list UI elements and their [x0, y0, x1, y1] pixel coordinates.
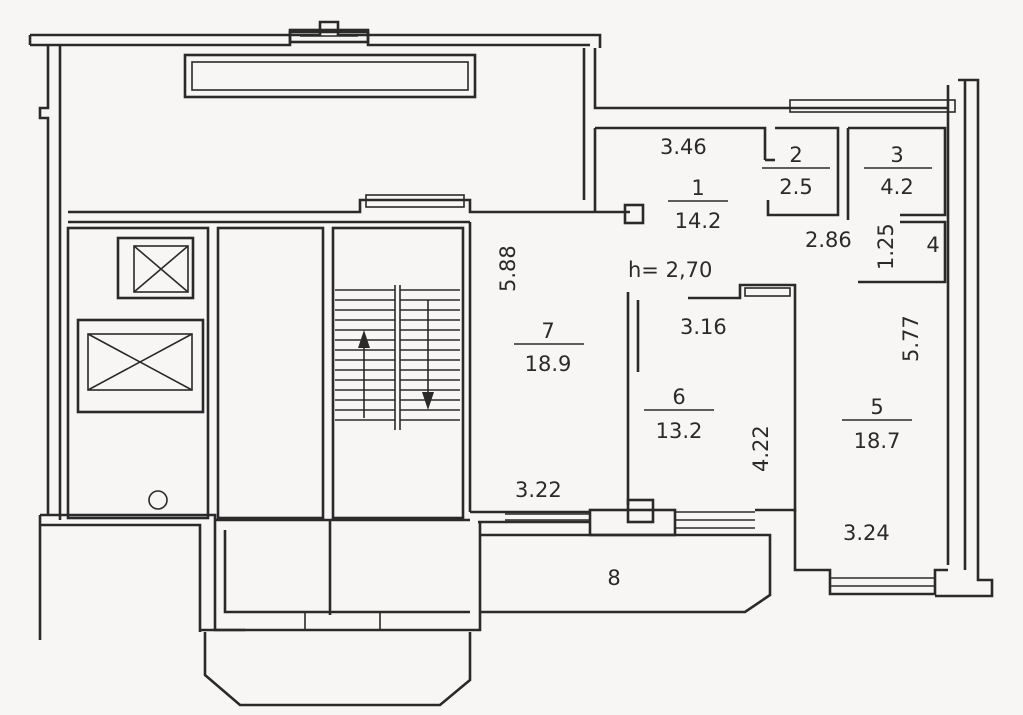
room-8-number: 8: [607, 566, 620, 590]
dim-closet4-depth: 1.25: [874, 223, 898, 270]
room-2-number: 2: [789, 143, 802, 167]
dim-room7-depth: 5.88: [496, 245, 520, 292]
room-5-area: 18.7: [854, 429, 901, 453]
dim-room5-width: 3.24: [843, 521, 890, 545]
loggia-walls: [200, 518, 772, 707]
room-6-area: 13.2: [656, 419, 703, 443]
room-3-area: 4.2: [880, 175, 913, 199]
elevator-shafts: [66, 226, 325, 520]
room-4-number: 4: [926, 233, 939, 257]
room-2-area: 2.5: [779, 175, 812, 199]
room-7-number: 7: [541, 319, 554, 343]
room-3-number: 3: [890, 143, 903, 167]
dim-room5-depth: 5.77: [899, 315, 923, 362]
dim-bath-wall: 2.86: [805, 228, 852, 252]
outer-walls: [28, 20, 994, 640]
dim-room6-width: 3.16: [680, 315, 727, 339]
room-labels: 1 14.2 2 2.5 3 4.2 4 5 18.7 6 13.2 7 18.…: [514, 143, 940, 590]
room-1-number: 1: [691, 176, 704, 200]
room-1-area: 14.2: [675, 209, 722, 233]
dim-hall-width: 3.46: [660, 135, 707, 159]
ceiling-height: h= 2,70: [628, 258, 712, 282]
dimension-labels: 3.46 2.86 1.25 5.88 3.22 3.16 4.22 5.77 …: [496, 135, 923, 545]
apartment-walls: [468, 99, 956, 596]
staircase: [331, 226, 465, 520]
dim-room7-width: 3.22: [515, 478, 562, 502]
room-5-number: 5: [870, 395, 883, 419]
dim-room6-depth: 4.22: [749, 425, 773, 472]
room-7-area: 18.9: [525, 352, 572, 376]
corridor-walls: [68, 28, 630, 224]
room-6-number: 6: [672, 385, 685, 409]
